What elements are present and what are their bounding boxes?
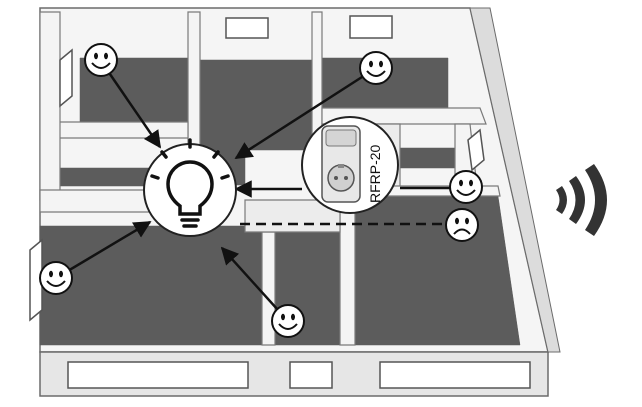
- light-bulb-node: [143, 138, 237, 237]
- windows: [29, 15, 531, 389]
- room-floors: [39, 57, 521, 346]
- smart-plug-icon: [321, 125, 361, 203]
- smiley-face-icon: [84, 43, 118, 77]
- smiley-face-icon: [271, 304, 305, 338]
- device-label: RFRP-20: [367, 144, 383, 203]
- signal-arrows: [55, 60, 466, 321]
- smiley-face-icon: [39, 261, 73, 295]
- wireless-signal-icon: [556, 164, 607, 236]
- rfrp-device-node: RFRP-20: [301, 116, 399, 214]
- smiley-face-icon: [359, 51, 393, 85]
- sad-face-icon: [445, 208, 479, 242]
- light-bulb-icon: [150, 138, 230, 228]
- smiley-face-icon: [449, 170, 483, 204]
